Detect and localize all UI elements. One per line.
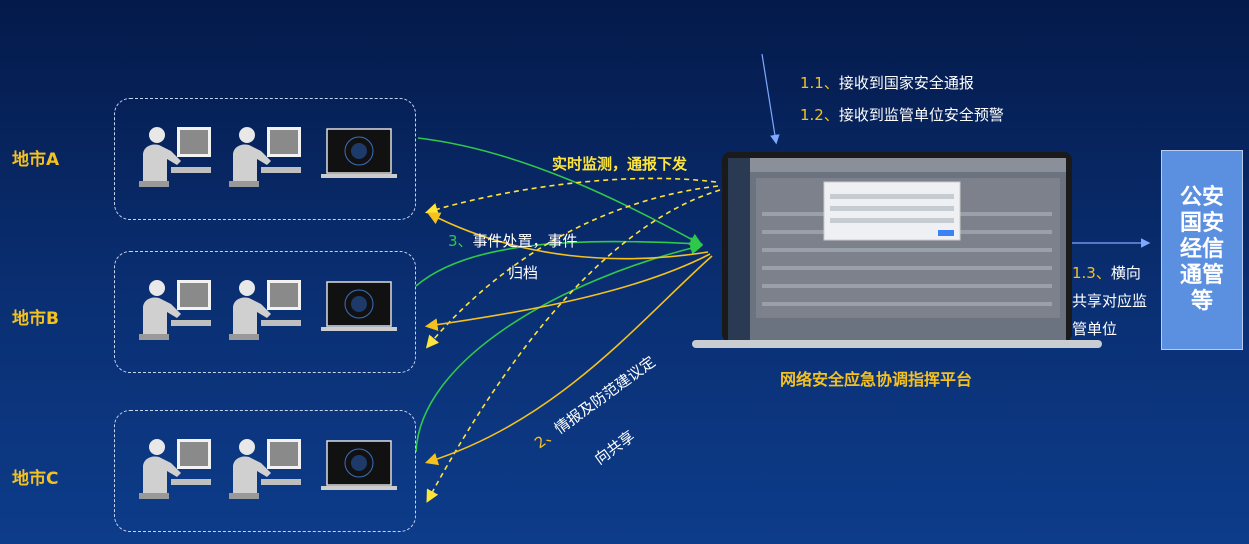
realtime-label: 实时监测，通报下发 [552, 155, 688, 173]
step-3: 3、事件处置，事件 [448, 232, 578, 250]
agency-label: 公安国安经信通管等 [1179, 185, 1224, 314]
laptop-icon [321, 440, 397, 490]
arrow-realtime-b [425, 185, 719, 349]
city-label-c: 地市C [12, 469, 59, 489]
city-box-b [114, 251, 416, 373]
arrow-city-b-green [415, 237, 704, 287]
arrow-intel-a [427, 212, 709, 260]
city-label-a: 地市A [12, 150, 60, 170]
arrow-city-a-green [417, 137, 703, 246]
arrow-realtime-c [426, 189, 721, 503]
arrow-city-c-green [415, 242, 704, 453]
arrow-realtime-a [424, 177, 717, 216]
laptop-icon [321, 281, 397, 331]
operator-icon [229, 280, 301, 340]
operator-icon [139, 127, 211, 187]
laptop-icon [321, 128, 397, 178]
city-box-c [114, 410, 416, 532]
platform-title: 网络安全应急协调指挥平台 [780, 370, 973, 389]
step-1-3-line2: 共享对应监 [1072, 292, 1148, 310]
arrow-intel-b [424, 253, 711, 331]
operator-icon [139, 439, 211, 499]
city-box-a [114, 98, 416, 220]
step-3-line2: 归档 [508, 264, 539, 282]
arrow-intel-c [424, 255, 713, 466]
step-1-1: 1.1、接收到国家安全通报 [800, 74, 974, 92]
platform-laptop [692, 152, 1102, 348]
step-1-3: 1.3、横向 [1072, 264, 1141, 282]
arrow-incoming-report [761, 53, 780, 145]
step-1-3-line3: 管单位 [1072, 320, 1118, 338]
operator-icon [139, 280, 211, 340]
step-1-2: 1.2、接收到监管单位安全预警 [800, 106, 1004, 124]
city-label-b: 地市B [12, 309, 59, 329]
agency-box: 公安国安经信通管等 [1161, 150, 1243, 350]
operator-icon [229, 127, 301, 187]
operator-icon [229, 439, 301, 499]
